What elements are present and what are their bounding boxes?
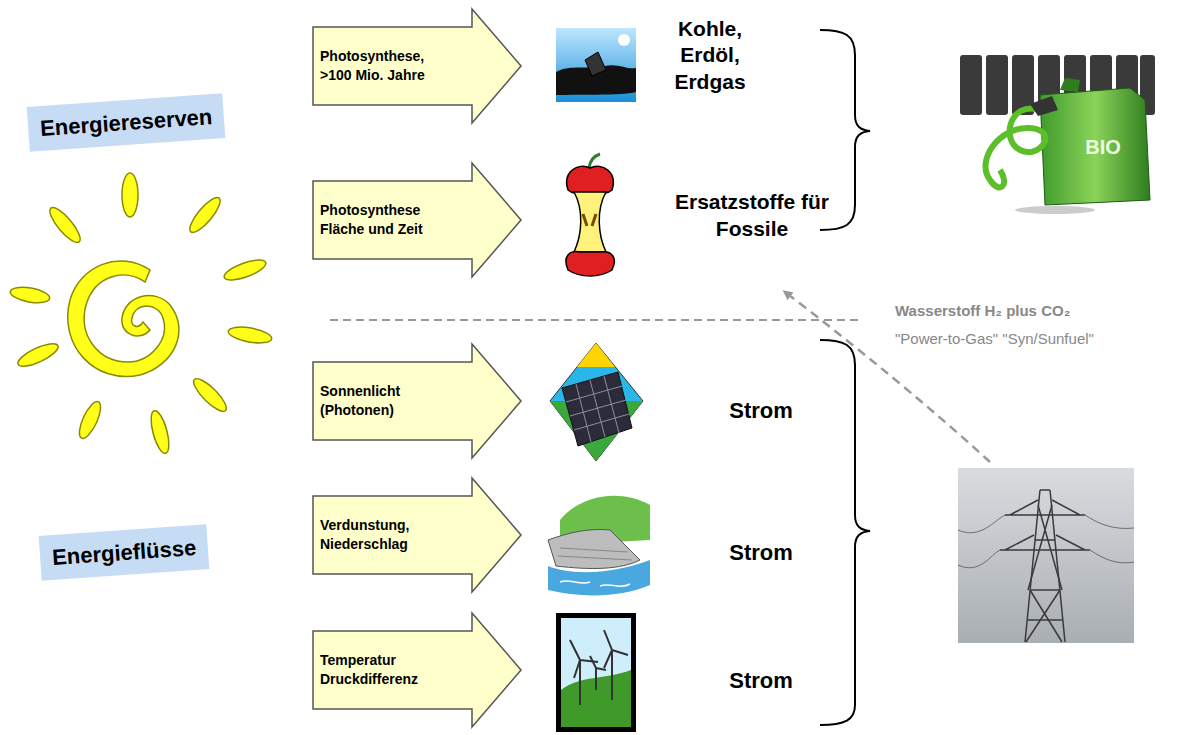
block-arrow: Photosynthese Fläche und Zeit [312,162,522,278]
output-label: Ersatzstoffe für Fossile [662,188,842,243]
bracket [820,340,870,725]
arrow-text: Verdunstung, Niederschlag [320,516,450,554]
apple-core-icon [566,154,614,276]
output-label: Strom [716,540,806,566]
category-label-box: Energieflüsse [39,524,210,581]
product-text: BIO [1068,135,1138,159]
block-arrow: Photosynthese, >100 Mio. Jahre [312,8,522,124]
category-label-box: Energiereserven [27,93,226,152]
output-label: Kohle, Erdöl, Erdgas [655,16,765,95]
block-arrow: Verdunstung, Niederschlag [312,477,522,593]
block-arrow-shape [312,162,522,278]
arrow-text: Temperatur Druckdifferenz [320,651,450,689]
block-arrow-shape [312,612,522,728]
arrow-outline [313,613,521,727]
block-arrow: Temperatur Druckdifferenz [312,612,522,728]
block-arrow: Sonnenlicht (Photonen) [312,343,522,459]
output-label: "Power-to-Gas" "Syn/Sunfuel" [895,330,1180,348]
arrow-outline [313,163,521,277]
category-label: Energieflüsse [51,535,197,571]
divider-line [330,319,860,321]
output-label: Strom [716,668,806,694]
block-arrow-shape [312,343,522,459]
arrow-outline [313,344,521,458]
sun-symbol [9,173,273,455]
solar-panel-icon [550,343,643,461]
output-label: Strom [716,398,806,424]
arrow-text: Sonnenlicht (Photonen) [320,382,450,420]
block-arrow-shape [312,8,522,124]
power-pylon-picture [958,468,1134,643]
wind-farm-icon [556,613,636,732]
dam-icon [548,496,650,596]
output-label: Wasserstoff H₂ plus CO₂ [895,302,1175,320]
block-arrow-shape [312,477,522,593]
category-label: Energiereserven [39,104,213,142]
oil-spill-icon [556,28,636,102]
arrow-outline [313,478,521,592]
arrow-text: Photosynthese, >100 Mio. Jahre [320,47,450,85]
arrow-outline [313,9,521,123]
arrow-text: Photosynthese Fläche und Zeit [320,201,450,239]
biofuel-picture [955,40,1155,216]
